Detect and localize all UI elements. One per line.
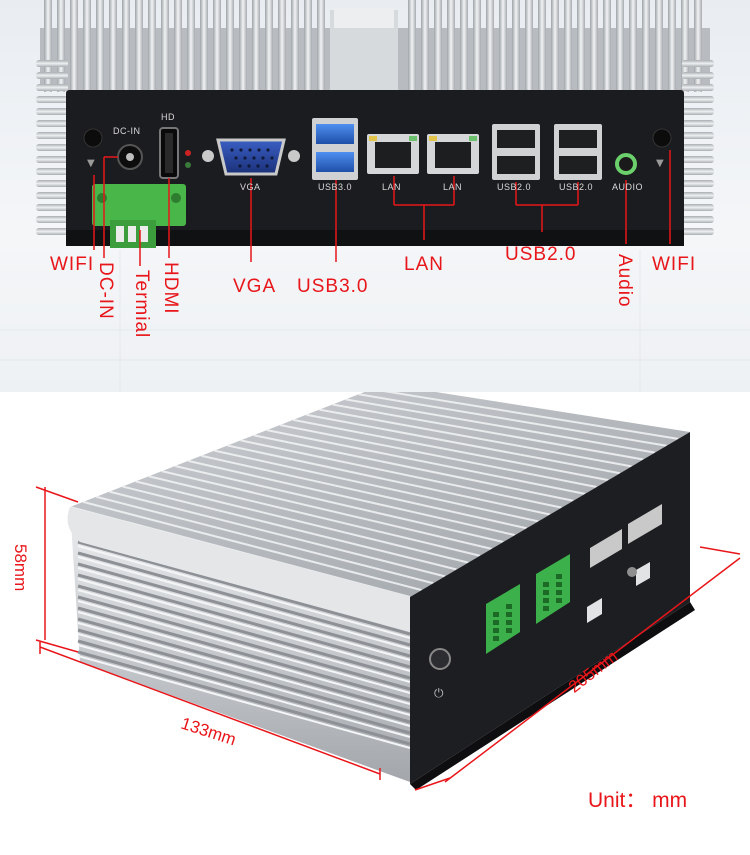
unit-note: Unit： mm [588,789,688,812]
port-label-lan-2: LAN [443,182,463,192]
wifi-antenna-hole-right [652,128,672,148]
port-label-usb20-2: USB2.0 [559,182,594,192]
usb2-ports [492,124,602,180]
dimension-height: 58mm [11,544,30,592]
svg-text:▼: ▼ [656,158,664,169]
callout-wifi-left: WIFI [50,254,95,275]
callout-audio: Audio [614,254,635,308]
port-label-vga: VGA [240,182,261,192]
usb3-ports [312,118,358,180]
lan-ports [367,134,479,174]
power-button [429,648,451,670]
svg-text:⏻: ⏻ [434,686,444,700]
callout-vga: VGA [233,276,277,297]
port-label-lan-1: LAN [382,182,402,192]
top-heatsink-fins [40,0,710,92]
callout-usb30: USB3.0 [297,276,369,297]
callout-termial: Termial [131,270,152,339]
top-face [70,392,690,597]
port-label-audio: AUDIO [612,182,644,192]
dimension-photo: ⏻ 58mm 133mm 205mm Unit： [0,392,750,855]
callout-dc-in: DC-IN [95,262,116,320]
callout-usb20: USB2.0 [505,244,577,265]
callout-lan: LAN [404,254,444,275]
port-label-usb20-1: USB2.0 [497,182,532,192]
front-panel-illustration: ▼ ▼ [0,0,750,392]
callout-lines [93,150,671,266]
dimension-lines [35,486,741,791]
audio-jack [615,153,637,175]
svg-text:▼: ▼ [87,158,95,169]
wifi-antenna-hole-left [83,128,103,148]
vga-port [202,138,300,176]
port-label-hd: HD [161,112,175,122]
callout-hdmi: HDMI [160,262,181,315]
com-ports [590,504,662,568]
port-label-dc-in: DC-IN [113,126,141,136]
callout-wifi-right: WIFI [652,254,697,275]
port-label-usb30: USB3.0 [318,182,353,192]
isometric-illustration: ⏻ [35,392,741,791]
gpio-terminals [486,554,570,654]
front-panel-photo: ▼ ▼ [0,0,750,392]
